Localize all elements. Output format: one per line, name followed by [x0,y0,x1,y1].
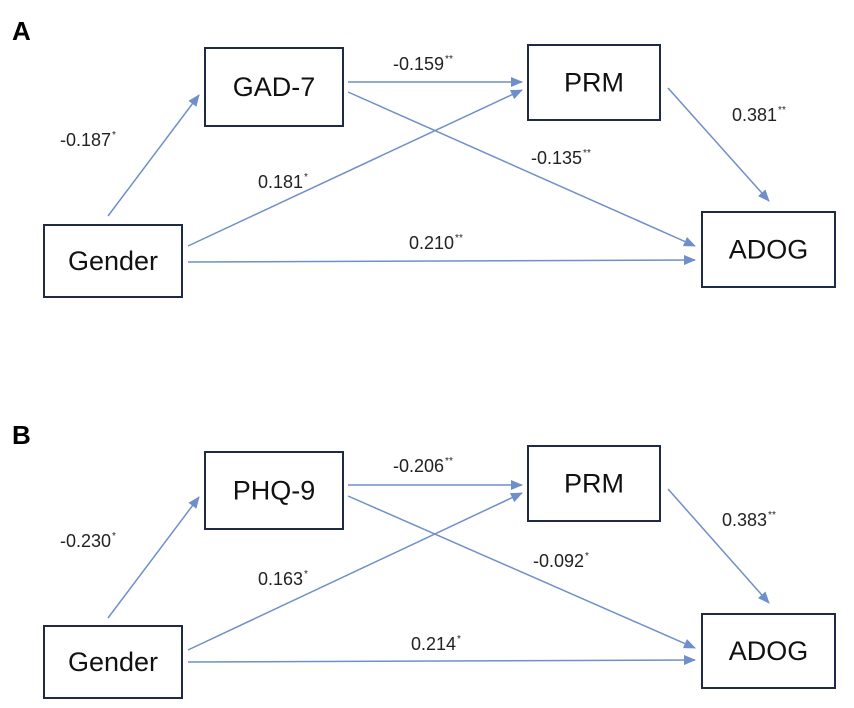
path-arrow-gender-adog [187,255,696,266]
coefficient-value: -0.159 [393,54,444,74]
node-adog: ADOG [701,211,836,288]
node-box [204,47,344,127]
path-coefficient-mediator-adog: -0.092* [533,551,589,571]
path-coefficient-mediator-adog: -0.135** [531,148,591,168]
significance-marker: * [112,130,116,141]
node-label: PHQ-9 [233,476,316,506]
significance-marker: * [304,569,308,580]
node-gender: Gender [43,224,183,298]
path-coefficient-gender-mediator: -0.187* [60,130,116,150]
significance-marker: ** [445,456,453,467]
node-mediator: PHQ-9 [204,451,344,530]
node-label: Gender [68,647,158,677]
path-arrow-gender-prm [187,89,523,247]
node-box [527,445,661,522]
node-label: Gender [68,246,158,276]
node-box [204,451,344,530]
coefficient-value: -0.206 [393,456,444,476]
path-coefficient-mediator-prm: -0.159** [393,54,453,74]
path-coefficient-gender-adog: 0.214* [411,634,461,654]
node-mediator: GAD-7 [204,47,344,127]
significance-marker: ** [445,54,453,65]
node-box [701,211,836,288]
node-box [43,224,183,298]
path-arrow-prm-adog [667,87,770,202]
panel-b: B-0.230*-0.206**0.383**-0.092*0.163*0.21… [12,420,836,699]
significance-marker: ** [778,105,786,116]
significance-marker: * [112,531,116,542]
significance-marker: ** [583,148,591,159]
path-arrow-gender-adog [187,655,696,666]
panel-letter: A [12,16,31,46]
coefficient-value: 0.383 [722,510,767,530]
path-arrow-gender-mediator [107,94,200,217]
coefficient-value: 0.181 [258,172,303,192]
coefficient-value: -0.230 [60,531,111,551]
node-label: GAD-7 [233,72,316,102]
coefficient-value: 0.381 [732,105,777,125]
path-coefficient-gender-prm: 0.181* [258,172,308,192]
node-adog: ADOG [701,613,836,689]
path-coefficient-gender-mediator: -0.230* [60,531,116,551]
path-arrow-mediator-adog [347,91,696,247]
node-box [527,44,661,121]
node-box [701,613,836,689]
coefficient-value: 0.210 [409,233,454,253]
node-label: PRM [564,469,624,499]
coefficient-value: 0.214 [411,634,456,654]
coefficient-value: 0.163 [258,569,303,589]
coefficient-value: -0.092 [533,551,584,571]
path-arrow-prm-adog [667,488,770,604]
path-arrow-mediator-adog [347,495,696,649]
significance-marker: * [585,551,589,562]
node-label: ADOG [729,636,809,666]
path-coefficient-prm-adog: 0.383** [722,510,776,530]
significance-marker: ** [455,233,463,244]
panel-letter: B [12,420,31,450]
node-gender: Gender [43,625,183,699]
path-coefficient-prm-adog: 0.381** [732,105,786,125]
node-label: ADOG [729,235,809,265]
node-prm: PRM [527,445,661,522]
panel-a: A-0.187*-0.159**0.381**-0.135**0.181*0.2… [12,16,836,298]
coefficient-value: -0.187 [60,130,111,150]
path-arrow-gender-mediator [107,496,200,619]
path-coefficient-mediator-prm: -0.206** [393,456,453,476]
node-label: PRM [564,68,624,98]
significance-marker: * [457,634,461,645]
path-coefficient-gender-prm: 0.163* [258,569,308,589]
node-prm: PRM [527,44,661,121]
path-coefficient-gender-adog: 0.210** [409,233,463,253]
coefficient-value: -0.135 [531,148,582,168]
path-arrow-gender-prm [187,492,523,651]
significance-marker: * [304,172,308,183]
node-box [43,625,183,699]
significance-marker: ** [768,510,776,521]
